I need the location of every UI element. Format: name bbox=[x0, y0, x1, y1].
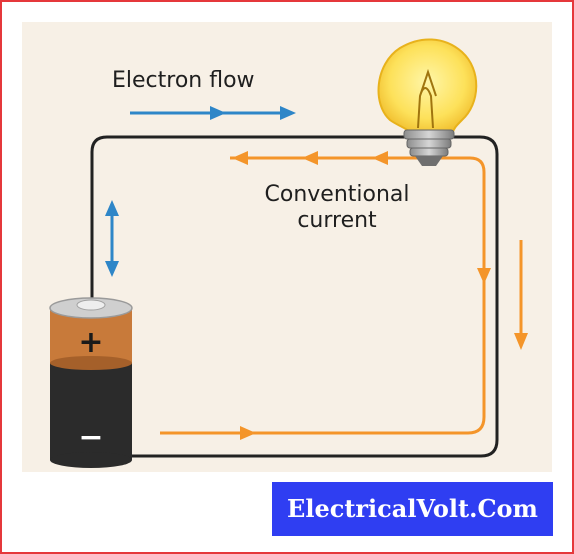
battery-bottom bbox=[50, 452, 132, 468]
battery-terminal bbox=[76, 299, 106, 311]
conventional-current-label-line1: Conventional bbox=[264, 182, 410, 207]
conventional-arrow-down-inner bbox=[477, 268, 491, 284]
conventional-current-label: Conventional current bbox=[232, 182, 442, 234]
brand-watermark: ElectricalVolt.Com bbox=[272, 482, 553, 536]
bulb-base-ring-1 bbox=[403, 129, 455, 140]
conventional-arrow-left-3 bbox=[372, 151, 388, 165]
conventional-current-path bbox=[160, 156, 486, 435]
electron-arrow-head-1 bbox=[210, 106, 226, 120]
bulb-filament bbox=[417, 68, 437, 129]
circuit-wire bbox=[90, 135, 499, 458]
conventional-current-label-line2: current bbox=[297, 208, 377, 233]
conventional-arrow-left-1 bbox=[232, 151, 248, 165]
bulb-base-tip bbox=[415, 156, 443, 166]
bulb-base-ring-2 bbox=[406, 138, 452, 149]
conventional-arrow-left-2 bbox=[302, 151, 318, 165]
conventional-arrow-right-bottom bbox=[240, 426, 256, 440]
bulb-glass bbox=[377, 38, 478, 135]
electron-double-arrow-up bbox=[105, 200, 119, 216]
battery-body bbox=[50, 360, 132, 460]
electron-flow-label: Electron flow bbox=[112, 68, 255, 93]
electron-arrow-head-2 bbox=[280, 106, 296, 120]
battery-band-edge bbox=[50, 356, 132, 370]
battery-negative-symbol: − bbox=[78, 420, 103, 455]
battery: + − bbox=[49, 297, 133, 468]
light-bulb-icon bbox=[377, 38, 478, 166]
bulb-base-ring-3 bbox=[409, 147, 449, 157]
electron-double-arrow-down bbox=[105, 261, 119, 277]
conventional-arrow-down-outer-head bbox=[514, 333, 528, 350]
battery-positive-symbol: + bbox=[78, 325, 103, 360]
